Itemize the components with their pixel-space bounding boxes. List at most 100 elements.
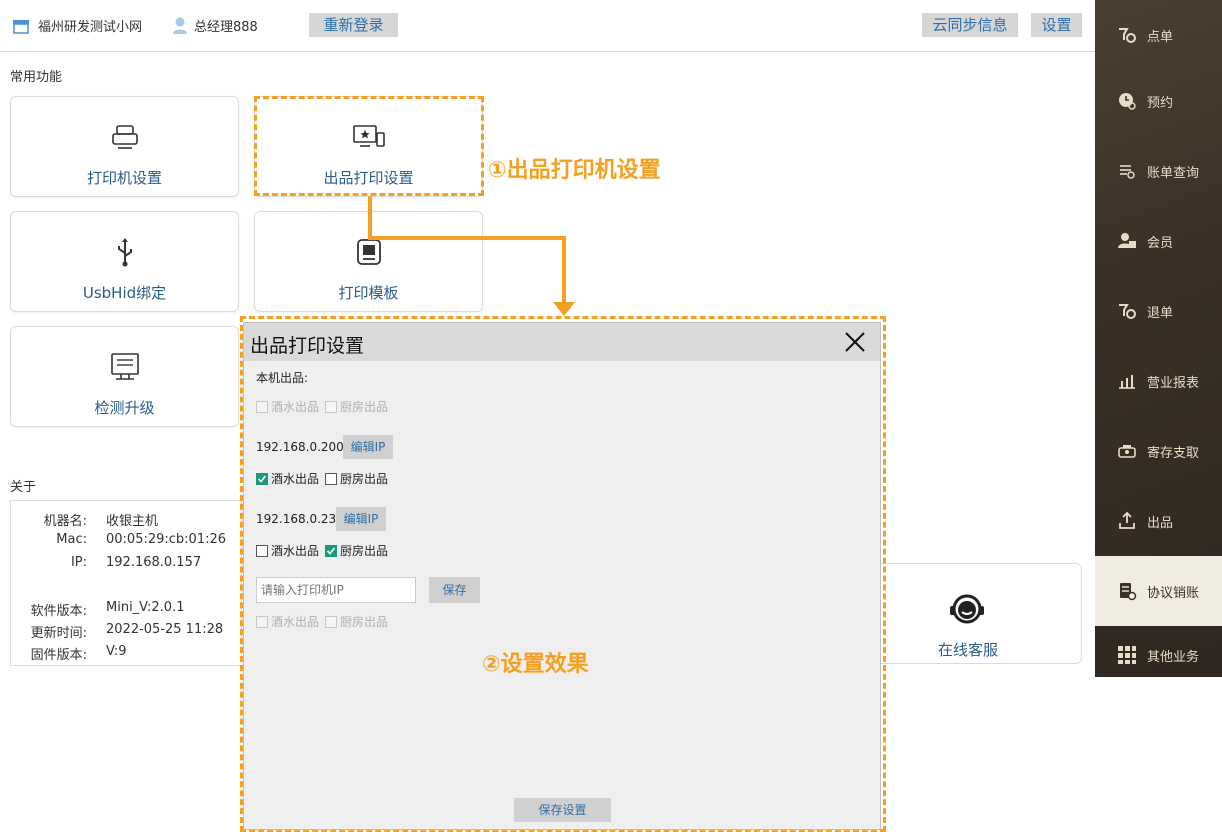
about-key: 更新时间: — [30, 626, 87, 641]
relogin-button[interactable]: 重新登录 — [309, 13, 398, 37]
checkbox-checked[interactable] — [325, 544, 338, 557]
printer-options: 酒水出品 厨房出品 — [256, 542, 394, 559]
about-value: V:9 — [106, 644, 127, 659]
check-upgrade-label: 检测升级 — [94, 399, 155, 417]
bill-icon — [1117, 161, 1137, 181]
about-key: Mac: — [56, 532, 87, 547]
arrow-down-icon — [553, 302, 575, 316]
right-sidebar: 点单 预约 账单查询 会员 退单 营业报表 寄存支取 出品 协议销账 其他业务 — [1095, 0, 1222, 677]
sidebar-item-label: 其他业务 — [1147, 649, 1200, 665]
common-functions-title: 常用功能 — [10, 70, 63, 85]
about-title: 关于 — [10, 480, 37, 495]
cloud-sync-button[interactable]: 云同步信息 — [922, 13, 1018, 37]
storage-icon — [1117, 441, 1137, 461]
option-label: 酒水出品 — [271, 544, 320, 558]
sidebar-item-label: 协议销账 — [1147, 585, 1200, 601]
sidebar-item-label: 预约 — [1147, 95, 1174, 111]
printer-ip-input[interactable] — [256, 577, 416, 603]
dialog-header: 出品打印设置 — [244, 323, 880, 361]
sidebar-item-label: 出品 — [1147, 515, 1174, 531]
checkbox[interactable] — [325, 400, 338, 413]
online-service-card[interactable]: 在线客服 — [854, 563, 1082, 664]
local-options: 酒水出品 厨房出品 — [256, 398, 394, 415]
print-template-label: 打印模板 — [338, 284, 399, 302]
option-label: 厨房出品 — [340, 472, 389, 486]
sidebar-item-label: 退单 — [1147, 305, 1174, 321]
template-icon — [351, 236, 387, 268]
dialog-title: 出品打印设置 — [250, 335, 365, 357]
sidebar-item-agreement[interactable]: 协议销账 — [1095, 556, 1222, 626]
sidebar-item-bill-query[interactable]: 账单查询 — [1095, 136, 1222, 206]
edit-ip-button[interactable]: 编辑IP — [336, 507, 386, 531]
sidebar-item-reservation[interactable]: 预约 — [1095, 66, 1222, 136]
highlight-frame — [254, 96, 484, 196]
save-button[interactable]: 保存 — [429, 577, 480, 603]
annotation-step2: ②设置效果 — [482, 652, 589, 677]
grid-icon — [1117, 645, 1137, 665]
local-output-label: 本机出品: — [256, 371, 309, 385]
about-key: 机器名: — [43, 514, 87, 529]
close-icon[interactable] — [844, 331, 866, 353]
computer-icon — [107, 351, 143, 383]
checkbox[interactable] — [256, 400, 268, 413]
checkbox[interactable] — [325, 472, 338, 485]
connector-line — [368, 196, 372, 240]
refund-icon — [1117, 301, 1137, 321]
about-value: 00:05:29:cb:01:26 — [106, 532, 227, 547]
checkbox[interactable] — [325, 615, 338, 628]
printer-options: 酒水出品 厨房出品 — [256, 470, 394, 487]
sidebar-item-order[interactable]: 点单 — [1095, 0, 1222, 70]
order-icon — [1117, 25, 1137, 45]
agreement-icon — [1117, 581, 1137, 601]
checkbox[interactable] — [256, 615, 268, 628]
about-key: IP: — [70, 555, 87, 570]
edit-ip-button[interactable]: 编辑IP — [343, 435, 393, 459]
checkbox-checked[interactable] — [256, 472, 268, 485]
sidebar-item-storage[interactable]: 寄存支取 — [1095, 416, 1222, 486]
printer-ip: 192.168.0.200 — [256, 440, 344, 454]
dialog-highlight-frame — [240, 316, 886, 832]
printer-settings-label: 打印机设置 — [86, 169, 162, 187]
sidebar-item-label: 账单查询 — [1147, 165, 1200, 181]
usb-icon — [107, 236, 143, 268]
store-name: 福州研发测试小网 — [38, 20, 143, 35]
checkbox[interactable] — [256, 544, 268, 557]
about-key: 软件版本: — [30, 604, 87, 619]
sidebar-item-other[interactable]: 其他业务 — [1095, 620, 1222, 690]
output-icon — [1117, 511, 1137, 531]
annotation-step1: ①出品打印机设置 — [488, 158, 661, 183]
sidebar-item-label: 点单 — [1147, 29, 1174, 45]
store-icon — [13, 19, 29, 34]
about-box: 机器名: 收银主机 Mac: 00:05:29:cb:01:26 IP: 192… — [10, 500, 242, 666]
user-name: 总经理888 — [194, 20, 258, 35]
sidebar-item-label: 营业报表 — [1147, 375, 1200, 391]
usbhid-bind-card[interactable]: UsbHid绑定 — [10, 211, 239, 312]
printer-ip: 192.168.0.23 — [256, 512, 337, 526]
user-info: 总经理888 — [172, 16, 258, 35]
save-settings-button[interactable]: 保存设置 — [514, 798, 611, 822]
about-value: Mini_V:2.0.1 — [106, 600, 185, 615]
about-value: 192.168.0.157 — [106, 555, 202, 570]
store-info: 福州研发测试小网 — [12, 16, 142, 35]
top-bar: 福州研发测试小网 总经理888 重新登录 云同步信息 设置 — [0, 0, 1095, 52]
option-label: 酒水出品 — [271, 615, 320, 629]
sidebar-item-refund[interactable]: 退单 — [1095, 276, 1222, 346]
sidebar-item-report[interactable]: 营业报表 — [1095, 346, 1222, 416]
about-value: 2022-05-25 11:28 — [106, 622, 224, 637]
monitor-star-icon — [351, 121, 387, 153]
usbhid-bind-label: UsbHid绑定 — [82, 284, 167, 302]
option-label: 厨房出品 — [340, 544, 389, 558]
option-label: 酒水出品 — [271, 400, 320, 414]
about-value: 收银主机 — [106, 514, 159, 529]
sidebar-item-label: 寄存支取 — [1147, 445, 1200, 461]
option-label: 厨房出品 — [340, 615, 389, 629]
sidebar-item-label: 会员 — [1147, 235, 1174, 251]
check-upgrade-card[interactable]: 检测升级 — [10, 326, 239, 427]
output-print-settings-label: 出品打印设置 — [323, 169, 414, 187]
printer-icon — [107, 121, 143, 153]
headset-icon — [947, 592, 987, 632]
sidebar-item-member[interactable]: 会员 — [1095, 206, 1222, 276]
printer-settings-card[interactable]: 打印机设置 — [10, 96, 239, 197]
sidebar-item-output[interactable]: 出品 — [1095, 486, 1222, 556]
settings-button[interactable]: 设置 — [1031, 13, 1082, 37]
